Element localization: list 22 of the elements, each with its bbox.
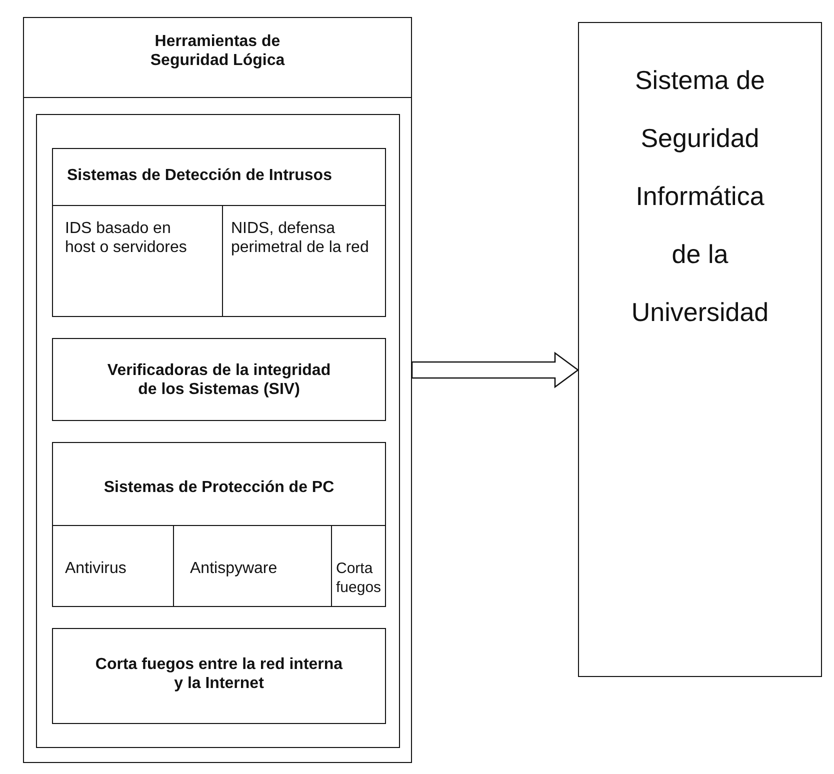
item-text: Corta fuegos (336, 559, 382, 597)
inner-frame (36, 114, 400, 748)
category-box (52, 148, 386, 317)
item-text: IDS basado en host o servidores (65, 219, 188, 257)
section-heading: Sistemas de Detección de Intrusos (67, 166, 332, 185)
section-heading: Verificadoras de la integridad de los Sistemas (SIV) (106, 361, 332, 399)
section-heading: Sistemas de Protección de PC (104, 478, 334, 497)
category-box (52, 338, 386, 421)
block-arrow (411, 352, 580, 388)
sub-box (174, 525, 332, 606)
sub-box (53, 525, 174, 606)
item-text: NIDS, defensa perimetral de la red (231, 219, 370, 257)
category-box (52, 442, 386, 607)
section-heading: Corta fuegos entre la red interna y la Internet (94, 655, 344, 693)
item-text: Antispyware (190, 559, 278, 578)
system-text: Sistema de Seguridad Informática de la Universidad (630, 64, 770, 329)
category-box (52, 628, 386, 724)
system-box (578, 22, 822, 677)
sub-box (53, 205, 223, 317)
item-text: Antivirus (65, 559, 126, 578)
panel-title: Herramientas de Seguridad Lógica (149, 32, 286, 70)
tool-panel (23, 17, 412, 763)
